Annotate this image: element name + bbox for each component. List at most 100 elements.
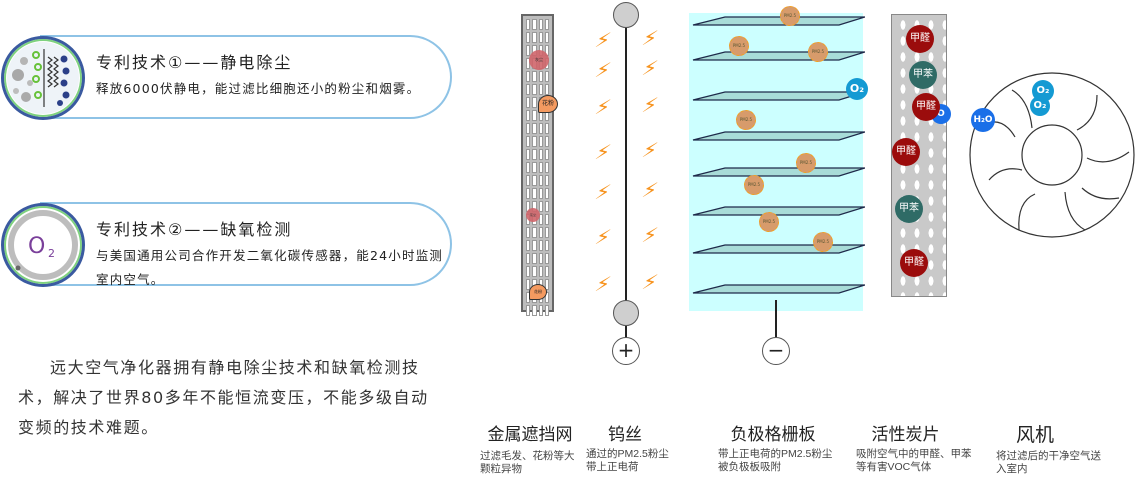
mesh-cell (532, 149, 537, 160)
pm25-particle: PM2.5 (796, 153, 816, 173)
mesh-cell (538, 214, 543, 225)
mesh-cell (544, 19, 549, 30)
mesh-cell (544, 279, 549, 290)
mesh-cell (532, 266, 537, 277)
lightning-bolt-icon: ⚡ (639, 178, 661, 202)
mesh-cell (526, 266, 531, 277)
stage-description: 通过的PM2.5粉尘带上正电荷 (586, 448, 669, 473)
lightning-bolt-icon: ⚡ (592, 58, 614, 82)
mesh-cell (544, 71, 549, 82)
negative-terminal-icon: − (762, 337, 790, 365)
mesh-cell (526, 123, 531, 134)
mesh-cell (538, 253, 543, 264)
mesh-cell (544, 266, 549, 277)
mesh-cell (526, 149, 531, 160)
mesh-cell (526, 253, 531, 264)
mesh-cell (532, 32, 537, 43)
lightning-bolt-icon: ⚡ (639, 270, 661, 294)
o2-molecule-icon: O₂ (846, 78, 868, 100)
mesh-cell (526, 162, 531, 173)
lightning-bolt-icon: ⚡ (639, 93, 661, 117)
mesh-cell (544, 123, 549, 134)
dust-particle: 灰尘 (529, 50, 549, 70)
feature-description: 释放6000伏静电，能过滤比细胞还小的粉尘和烟雾。 (96, 81, 421, 96)
lightning-bolt-icon: ⚡ (639, 26, 661, 50)
grille-plate (692, 16, 865, 26)
lightning-bolt-icon: ⚡ (592, 180, 614, 204)
pm25-particle: PM2.5 (780, 6, 800, 26)
wire-bottom-terminal (613, 300, 639, 326)
grille-plate (692, 284, 865, 294)
lightning-bolt-icon: ⚡ (639, 138, 661, 162)
mesh-cell (526, 45, 531, 56)
mesh-cell (532, 162, 537, 173)
formaldehyde-molecule: 甲醛 (900, 249, 928, 277)
mesh-cell (526, 305, 531, 316)
pm25-particle: PM2.5 (759, 212, 779, 232)
mesh-cell (532, 227, 537, 238)
mesh-cell (538, 266, 543, 277)
lightning-bolt-icon: ⚡ (592, 95, 614, 119)
mesh-cell (532, 84, 537, 95)
feature-card-electrostatic: 专利技术①——静电除尘 释放6000伏静电，能过滤比细胞还小的粉尘和烟雾。 (40, 35, 452, 119)
mesh-cell (538, 175, 543, 186)
feature-title: 专利技术②——缺氧检测 (96, 220, 293, 239)
mesh-cell (526, 240, 531, 251)
mesh-cell (526, 188, 531, 199)
stage-description: 将过滤后的干净空气送入室内 (996, 450, 1101, 475)
mesh-cell (532, 110, 537, 121)
stage-title: 活性炭片 (871, 425, 940, 444)
formaldehyde-molecule: 甲醛 (906, 25, 934, 53)
wire-top-terminal (613, 2, 639, 28)
o2-sensor-icon: O 2 (1, 203, 85, 287)
mesh-cell (538, 162, 543, 173)
mesh-cell (544, 84, 549, 95)
mesh-cell (526, 227, 531, 238)
grille-plate (692, 51, 865, 61)
positive-terminal-icon: + (612, 337, 640, 365)
toluene-molecule: 甲苯 (909, 61, 937, 89)
mesh-cell (526, 32, 531, 43)
formaldehyde-molecule: 甲醛 (912, 93, 940, 121)
mesh-cell (538, 136, 543, 147)
grille-plate (692, 206, 865, 216)
mesh-cell (544, 201, 549, 212)
grille-plate (692, 131, 865, 141)
mesh-cell (544, 253, 549, 264)
h2o-molecule-icon: H₂O (971, 108, 995, 132)
mesh-cell (538, 201, 543, 212)
feature-title: 专利技术①——静电除尘 (96, 53, 293, 72)
pm25-particle: PM2.5 (744, 175, 764, 195)
pm25-particle: PM2.5 (736, 110, 756, 130)
negative-grille-panel (689, 13, 863, 311)
mesh-cell (538, 305, 543, 316)
pm25-particle: PM2.5 (729, 36, 749, 56)
feature-description: 与美国通用公司合作开发二氧化碳传感器，能24小时监测室内空气。 (96, 248, 444, 287)
mesh-cell (526, 175, 531, 186)
mesh-cell (544, 32, 549, 43)
feature-card-o2-detection: 专利技术②——缺氧检测 与美国通用公司合作开发二氧化碳传感器，能24小时监测室内… (40, 202, 452, 287)
mesh-cell (538, 123, 543, 134)
mesh-cell (532, 19, 537, 30)
stage-title: 负极格栅板 (730, 425, 816, 444)
mesh-cell (538, 19, 543, 30)
lightning-bolt-icon: ⚡ (592, 225, 614, 249)
mesh-cell (532, 97, 537, 108)
mesh-cell (538, 188, 543, 199)
lightning-bolt-icon: ⚡ (592, 140, 614, 164)
mesh-cell (532, 136, 537, 147)
stage-title: 金属遮挡网 (487, 425, 573, 444)
pollen-particle: 花粉 (529, 284, 547, 300)
lightning-bolt-icon: ⚡ (639, 223, 661, 247)
lightning-bolt-icon: ⚡ (592, 28, 614, 52)
mesh-cell (544, 162, 549, 173)
mesh-cell (544, 136, 549, 147)
svg-text:O: O (28, 234, 45, 259)
grille-plate (692, 244, 865, 254)
mesh-cell (538, 84, 543, 95)
toluene-molecule: 甲苯 (895, 195, 923, 223)
mesh-cell (538, 149, 543, 160)
mesh-cell (538, 32, 543, 43)
stage-title: 风机 (1015, 425, 1054, 446)
formaldehyde-molecule: 甲醛 (892, 138, 920, 166)
